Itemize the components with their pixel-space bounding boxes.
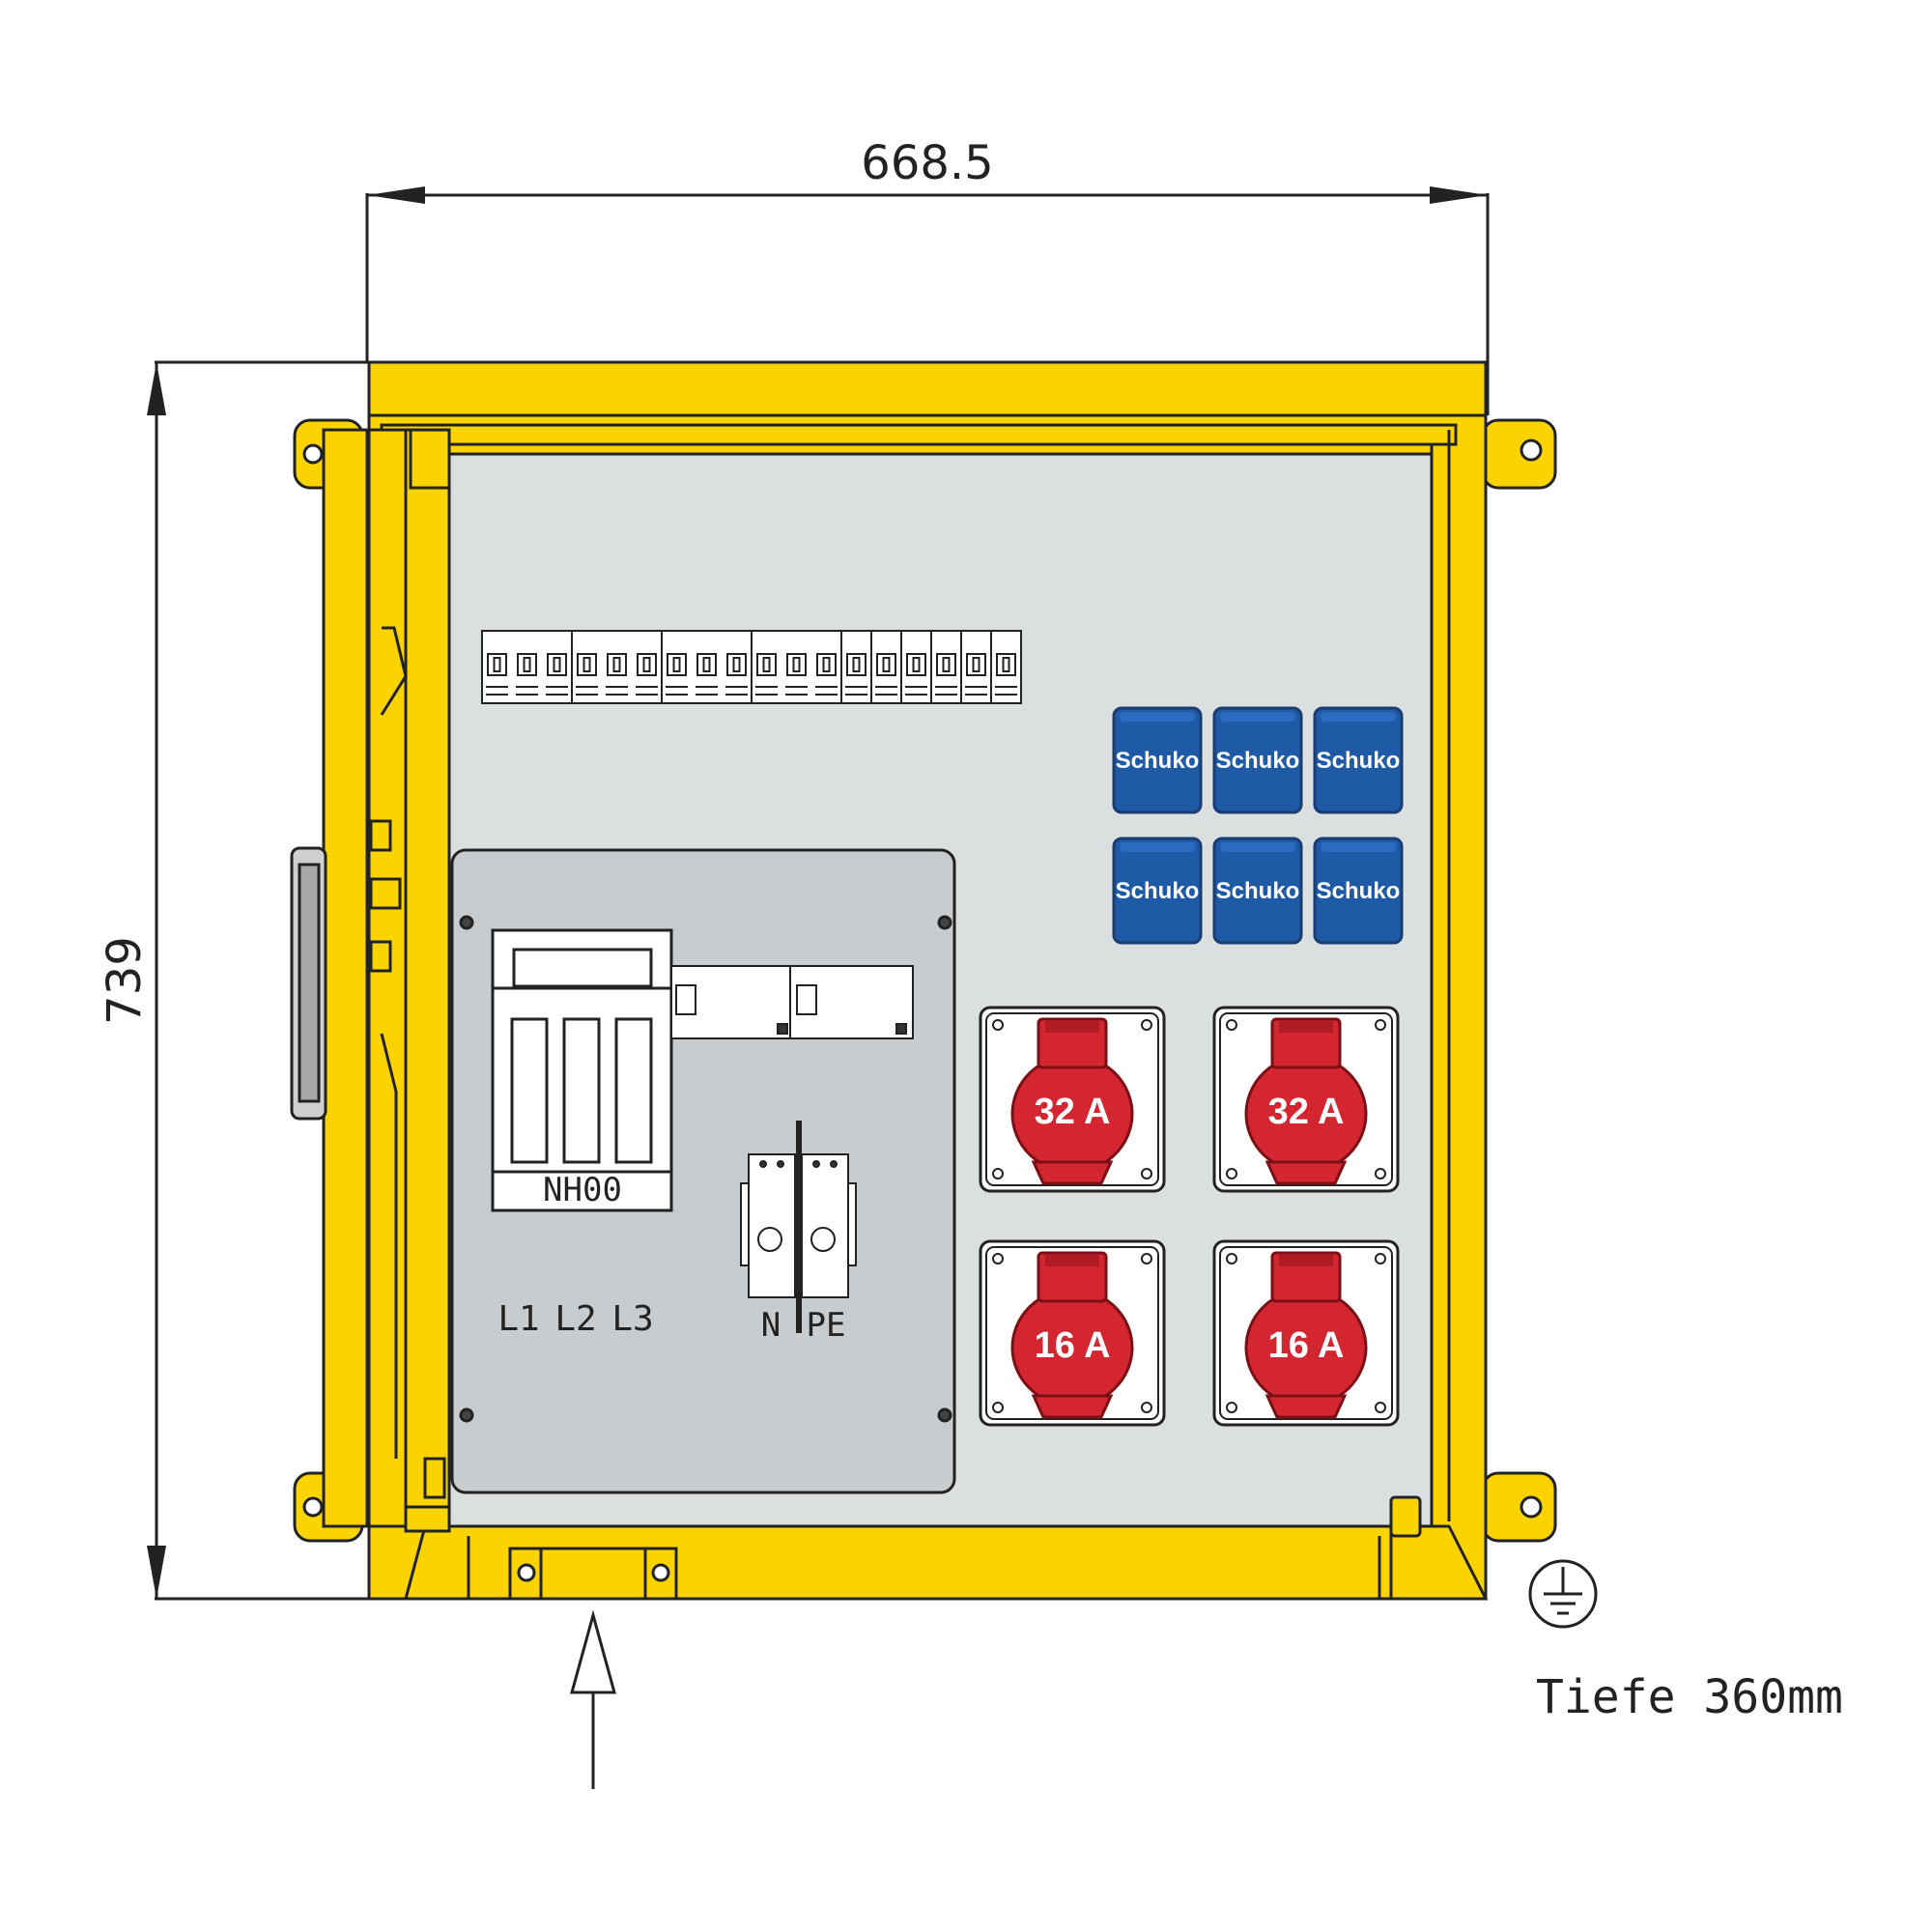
schuko-label: Schuko <box>1216 748 1300 774</box>
cee-sockets: 32 A 32 A 16 A 16 A <box>979 1006 1400 1427</box>
schuko-socket[interactable]: Schuko <box>1212 837 1303 945</box>
circuit-breaker[interactable] <box>481 630 573 704</box>
schuko-socket[interactable]: Schuko <box>1112 837 1203 945</box>
mounting-lug-top-right <box>1481 418 1557 490</box>
fuse-label: NH00 <box>543 1171 622 1209</box>
circuit-breaker[interactable] <box>900 630 932 704</box>
circuit-breaker[interactable] <box>571 630 663 704</box>
width-label: 668.5 <box>861 136 993 190</box>
circuit-breaker[interactable] <box>661 630 753 704</box>
auxiliary-modules <box>670 965 914 1039</box>
schuko-label: Schuko <box>1116 878 1200 904</box>
schuko-label: Schuko <box>1216 878 1300 904</box>
width-dimension <box>365 186 1490 415</box>
phase-label-l1: L1 <box>497 1299 539 1339</box>
nh00-fuse-switch-disconnector[interactable] <box>491 928 673 1212</box>
n-pe-terminal-block <box>740 1121 857 1333</box>
circuit-breaker[interactable] <box>930 630 962 704</box>
circuit-breaker[interactable] <box>870 630 902 704</box>
cee-socket[interactable]: 16 A <box>1212 1239 1400 1427</box>
cable-entry-plate <box>508 1547 678 1601</box>
schuko-socket[interactable]: Schuko <box>1313 706 1404 814</box>
cee-socket[interactable]: 32 A <box>1212 1006 1400 1193</box>
circuit-breaker[interactable] <box>840 630 872 704</box>
schuko-socket[interactable]: Schuko <box>1313 837 1404 945</box>
schuko-socket[interactable]: Schuko <box>1112 706 1203 814</box>
cover-plate: NH00 L1 L2 L3 N PE <box>450 848 956 1494</box>
cee-rating-label: 32 A <box>1268 1092 1345 1132</box>
cee-rating-label: 16 A <box>1268 1325 1345 1366</box>
height-dimension <box>147 360 369 1601</box>
circuit-breaker[interactable] <box>751 630 842 704</box>
cable-entry-arrow-icon <box>570 1609 616 1789</box>
height-label: 739 <box>98 936 152 1025</box>
schuko-label: Schuko <box>1317 748 1401 774</box>
earth-label: PE <box>807 1306 846 1345</box>
phase-label-l2: L2 <box>554 1299 596 1339</box>
cee-socket[interactable]: 32 A <box>979 1006 1166 1193</box>
housing-lid <box>367 360 1488 417</box>
circuit-breaker[interactable] <box>990 630 1022 704</box>
ground-symbol-icon <box>1528 1559 1598 1629</box>
door-hinge-strip <box>322 428 369 1528</box>
cee-rating-label: 32 A <box>1035 1092 1111 1132</box>
circuit-breaker-row <box>481 630 1022 704</box>
schuko-socket[interactable]: Schuko <box>1212 706 1303 814</box>
schuko-label: Schuko <box>1317 878 1401 904</box>
cee-rating-label: 16 A <box>1035 1325 1111 1366</box>
cee-socket[interactable]: 16 A <box>979 1239 1166 1427</box>
schuko-label: Schuko <box>1116 748 1200 774</box>
neutral-label: N <box>761 1306 781 1345</box>
mounting-lug-bottom-right <box>1481 1471 1557 1543</box>
depth-label: Tiefe 360mm <box>1536 1670 1843 1724</box>
circuit-breaker[interactable] <box>960 630 992 704</box>
phase-label-l3: L3 <box>611 1299 653 1339</box>
